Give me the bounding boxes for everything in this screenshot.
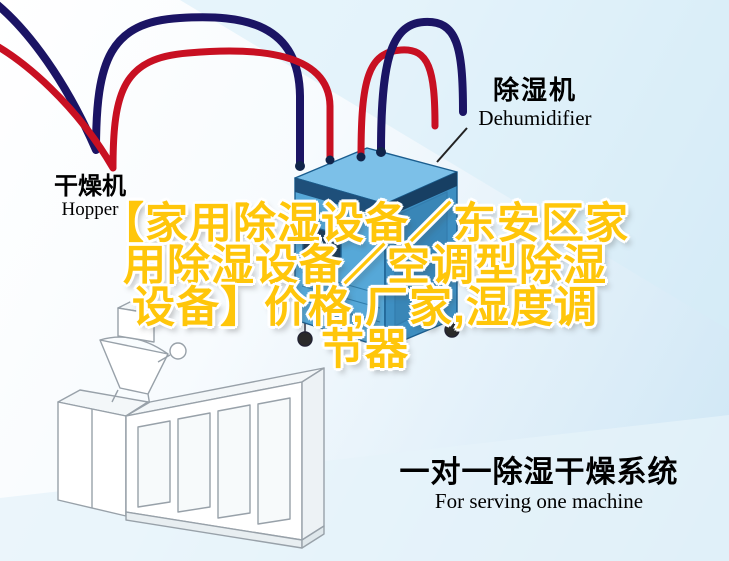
headline: 【家用除湿设备／东安区家 用除湿设备／空调型除湿 设备】价格,厂家,湿度调 节器: [36, 200, 694, 375]
pipe-red: [0, 43, 334, 172]
dehumidifier-wheels: [297, 318, 460, 370]
dehumidifier-vents: [301, 271, 381, 323]
dehumidifier-front-band: [295, 178, 385, 218]
dryer-label-en: Hopper: [61, 199, 119, 221]
dehumidifier-label-cn: 除湿机: [492, 75, 577, 105]
dehumidifier-side-panel: [394, 191, 448, 327]
dehumidifier-label: 除湿机 Dehumidifier: [450, 75, 620, 130]
dryer-label: 干燥机 Hopper: [34, 173, 146, 221]
pipes: [0, 1, 467, 172]
pipe-red-right: [357, 46, 439, 161]
system-label-en: For serving one machine: [434, 488, 644, 513]
dehumidifier-side-band: [385, 172, 457, 218]
dryer-label-cn: 干燥机: [54, 173, 126, 200]
machine-body: [125, 367, 325, 549]
hose-ports: [295, 147, 386, 171]
headline-line-4: 节器: [321, 326, 409, 375]
hopper-machine-illustration: [57, 301, 325, 549]
dehumidifier-leader-line: [436, 127, 468, 163]
system-label-cn: 一对一除湿干燥系统: [399, 456, 679, 489]
headline-line-3: 设备】价格,厂家,湿度调: [132, 284, 598, 333]
dehumidifier-label-en: Dehumidifier: [478, 105, 592, 130]
headline-line-1: 【家用除湿设备／东安区家: [101, 200, 629, 248]
hopper-funnel: [99, 301, 187, 407]
headline-line-2: 用除湿设备／空调型除湿: [123, 242, 607, 291]
system-label: 一对一除湿干燥系统 For serving one machine: [384, 456, 694, 513]
dehumidifier-illustration: [294, 147, 460, 370]
pipe-navy: [0, 1, 304, 170]
pipe-navy-right: [377, 17, 467, 156]
